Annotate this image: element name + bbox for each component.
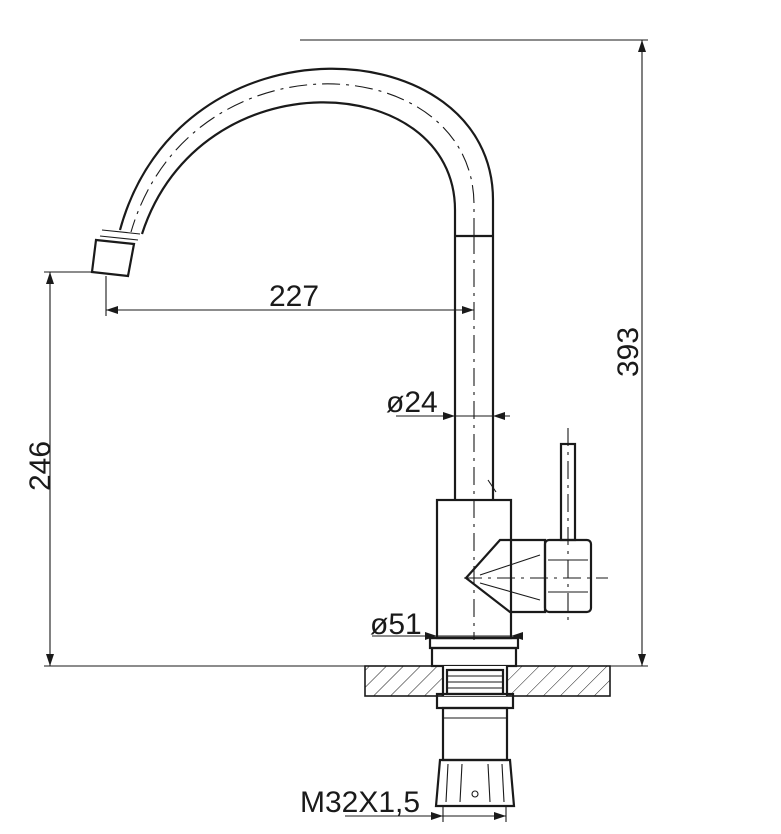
tube-diameter-label: ø24 (386, 386, 438, 419)
body-tube (453, 234, 497, 640)
dimension-spout-height: 246 (24, 271, 365, 667)
dimension-total-height: 393 (300, 39, 648, 667)
thread-label: M32X1,5 (300, 786, 420, 819)
spout-height-label: 246 (24, 441, 57, 491)
dimension-tube-diameter: ø24 (386, 386, 510, 420)
reach-label: 227 (269, 280, 319, 313)
spout (90, 67, 495, 278)
dimension-thread: M32X1,5 (300, 786, 507, 822)
dimension-reach: 227 (105, 276, 474, 316)
base-body (428, 428, 608, 668)
total-height-label: 393 (612, 327, 645, 377)
dimension-base-diameter: ø51 (370, 608, 523, 641)
mounting-shank (434, 668, 516, 808)
base-diameter-label: ø51 (370, 608, 422, 641)
